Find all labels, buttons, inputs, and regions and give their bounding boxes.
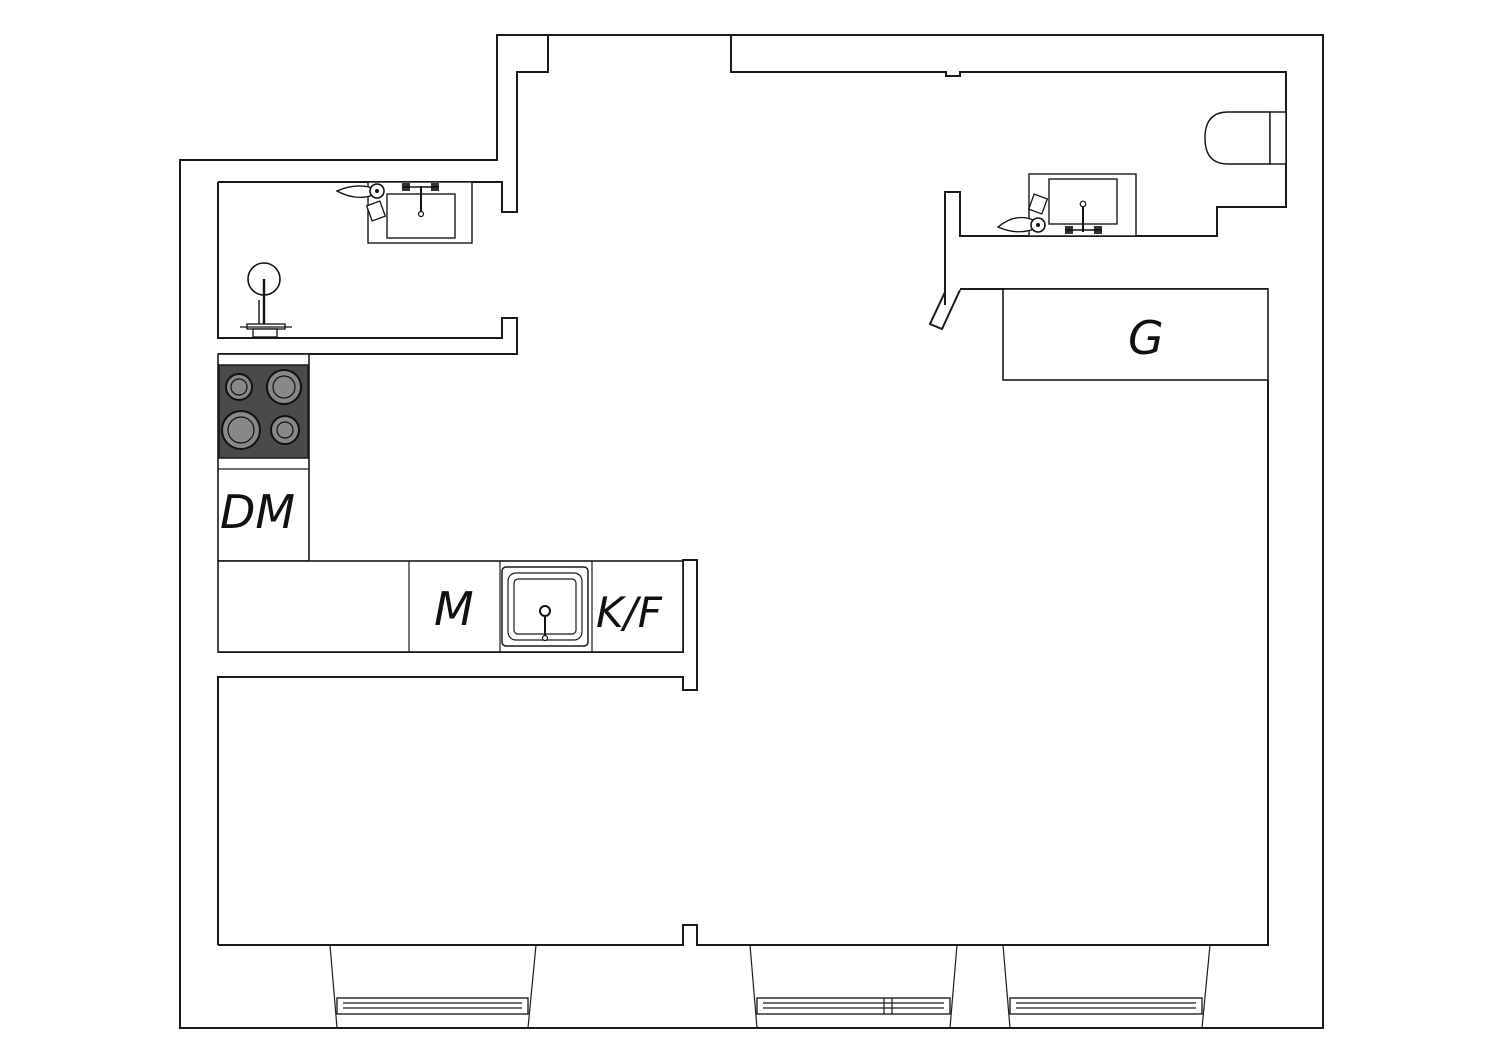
window-3 bbox=[1002, 944, 1211, 1029]
kitchen-sink-icon bbox=[501, 566, 589, 647]
kitchen-counter bbox=[217, 560, 684, 653]
bathroom-wall bbox=[218, 35, 549, 213]
window-1 bbox=[329, 944, 537, 1029]
toilet-roll-icon bbox=[335, 183, 387, 222]
burner-top-right bbox=[266, 369, 302, 405]
toilet-icon bbox=[1204, 111, 1287, 165]
right-top-wall bbox=[730, 35, 1287, 305]
right-washbasin-icon bbox=[1028, 173, 1137, 237]
bathroom-wall-lower bbox=[217, 182, 518, 355]
washbasin-icon bbox=[367, 181, 473, 244]
wardrobe-label: G bbox=[1128, 311, 1164, 365]
microwave-label: M bbox=[434, 582, 474, 636]
burners bbox=[221, 369, 302, 450]
shower-icon bbox=[240, 262, 292, 338]
wardrobe bbox=[1002, 288, 1269, 381]
burner-top-left bbox=[225, 373, 253, 401]
burner-bottom-right bbox=[270, 415, 300, 445]
dishwasher-label: DM bbox=[220, 485, 295, 539]
outer-wall bbox=[179, 34, 1324, 1029]
right-toilet-roll-icon bbox=[996, 193, 1049, 233]
fridge-freezer-label: K/F bbox=[596, 588, 663, 637]
inner-wall-bottom bbox=[218, 380, 1269, 946]
window-2 bbox=[749, 944, 958, 1029]
door-swing-right bbox=[928, 289, 961, 331]
